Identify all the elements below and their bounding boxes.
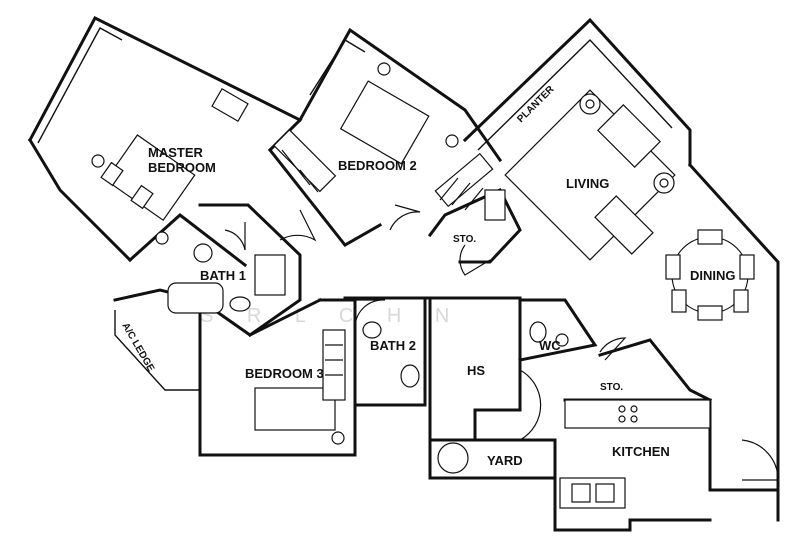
planter-pot-1-inner: [585, 99, 595, 109]
store-lower-wall: [598, 338, 713, 403]
hob-2: [630, 405, 638, 413]
bath2-wall: [343, 296, 427, 407]
master-bedroom-label-line2: BEDROOM: [148, 160, 216, 175]
dining-chair-1: [697, 229, 723, 245]
dining-chair-6: [733, 289, 749, 313]
bedroom2-outer-wall: [297, 27, 503, 163]
bedroom2-south-wall: [267, 147, 383, 247]
yard-drum: [437, 442, 469, 474]
master-bedroom-west-wall: [27, 137, 133, 263]
wc-door: [599, 337, 627, 361]
bedroom3-bed: [254, 387, 336, 431]
planter-outer-wall: [462, 17, 692, 167]
master-desk: [211, 88, 249, 122]
kitchen-counter-top: [564, 399, 711, 429]
kitchen-label: KITCHEN: [612, 444, 670, 459]
dining-chair-3: [665, 254, 681, 280]
wc-wall: [518, 298, 598, 362]
master-pillow-2: [130, 184, 154, 210]
bedroom3-lamp: [331, 431, 345, 445]
hs-door: [519, 369, 542, 441]
bath2-toilet: [400, 364, 420, 388]
bedroom3-label: BEDROOM 3: [245, 366, 324, 381]
bedroom2-door: [389, 204, 421, 231]
wardrobe-doors-2: [439, 177, 484, 211]
yard-label: YARD: [487, 453, 523, 468]
upper-store-label: STO.: [453, 234, 476, 245]
upper-store-door: [459, 244, 491, 276]
bath1-basin: [193, 243, 213, 263]
master-lamp-1: [91, 154, 105, 168]
dining-chair-5: [671, 289, 687, 313]
bath2-door: [354, 299, 386, 331]
wc-basin: [555, 333, 569, 347]
master-lamp-2: [155, 231, 169, 245]
kitchen-door: [741, 439, 779, 481]
master-bath-divider: [127, 213, 248, 268]
bath1-wall: [197, 203, 302, 337]
hob-4: [630, 415, 638, 423]
planter-pot-2-inner: [659, 178, 669, 188]
living-label: LIVING: [566, 176, 609, 191]
master-balcony-rail: [37, 27, 123, 144]
lower-store-label: STO.: [600, 382, 623, 393]
dining-east-wall: [687, 162, 780, 522]
bath1-toilet: [229, 296, 251, 312]
ac-ledge-rail: [114, 310, 200, 391]
bath1-door: [224, 222, 246, 251]
dining-chair-4: [739, 254, 755, 280]
wardrobe-doors-3: [325, 344, 343, 376]
bedroom2-lamp-2: [445, 134, 459, 148]
bath2-label: BATH 2: [370, 338, 416, 353]
bath1-shower: [254, 254, 286, 296]
sofa-1: [597, 104, 661, 168]
store-upper-wall: [427, 188, 522, 264]
kitchen-sink-counter: [559, 477, 626, 509]
bedroom2-label: BEDROOM 2: [338, 158, 417, 173]
yard-inner-wall: [473, 438, 557, 480]
wc-toilet: [529, 321, 547, 343]
planter-label: PLANTER: [515, 83, 557, 125]
master-door: [279, 209, 317, 242]
watermark: S R L C H N: [200, 305, 463, 327]
bath2-basin: [362, 321, 382, 339]
bedroom2-balcony-rail: [309, 39, 366, 96]
master-bedroom-label-line1: MASTER: [148, 145, 204, 160]
fixtures: [91, 62, 755, 509]
doors: [224, 204, 779, 481]
planter-inner-wall: [477, 38, 673, 151]
dining-label: DINING: [690, 268, 736, 283]
wardrobe-doors-1: [281, 149, 319, 193]
upper-store-shelf: [484, 189, 506, 221]
hs-label: HS: [467, 363, 485, 378]
ac-ledge-label: A/C LEDGE: [119, 321, 156, 374]
dining-chair-2: [697, 305, 723, 321]
bedroom2-bed: [339, 80, 430, 165]
hob-3: [618, 415, 626, 423]
sink-bowl-2: [595, 483, 615, 503]
yard-wall: [428, 438, 712, 532]
sofa-2: [594, 195, 654, 255]
sink-bowl-1: [571, 483, 591, 503]
hob-1: [618, 405, 626, 413]
bedroom3-wardrobe: [322, 329, 346, 401]
bath1-label: BATH 1: [200, 268, 246, 283]
bedroom2-lamp-1: [377, 62, 391, 76]
bath1-tub: [167, 282, 224, 314]
master-wardrobe: [273, 129, 337, 193]
wc-label: WC: [539, 338, 561, 353]
bedroom3-wall: [198, 298, 357, 457]
bedroom3-north-wall: [247, 297, 323, 338]
master-pillow-1: [100, 161, 124, 187]
